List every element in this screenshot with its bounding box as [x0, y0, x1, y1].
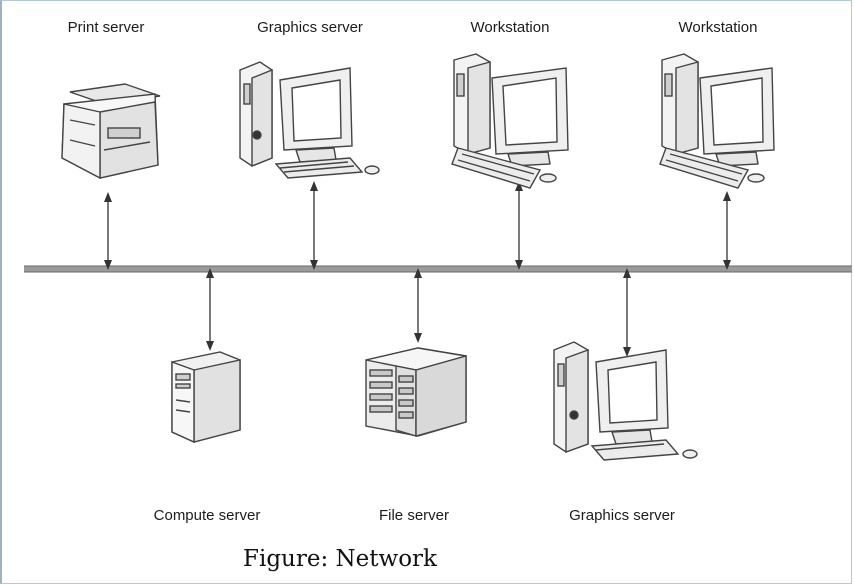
- label-compute-server: Compute server: [154, 507, 261, 524]
- printer-icon: [61, 83, 161, 180]
- label-workstation-2: Workstation: [679, 19, 758, 36]
- graphics-server-bottom-icon: [553, 341, 698, 461]
- figure-caption: Figure: Network: [243, 546, 438, 572]
- graphics-server-top-icon: [239, 61, 380, 179]
- label-workstation-1: Workstation: [471, 19, 550, 36]
- label-print-server: Print server: [68, 19, 145, 36]
- network-bus: [24, 266, 852, 272]
- workstation-1-icon: [451, 53, 569, 189]
- label-graphics-server-bottom: Graphics server: [569, 507, 675, 524]
- label-file-server: File server: [379, 507, 449, 524]
- compute-server-icon: [171, 351, 241, 444]
- label-graphics-server-top: Graphics server: [257, 19, 363, 36]
- workstation-2-icon: [659, 53, 775, 189]
- file-server-icon: [365, 347, 467, 437]
